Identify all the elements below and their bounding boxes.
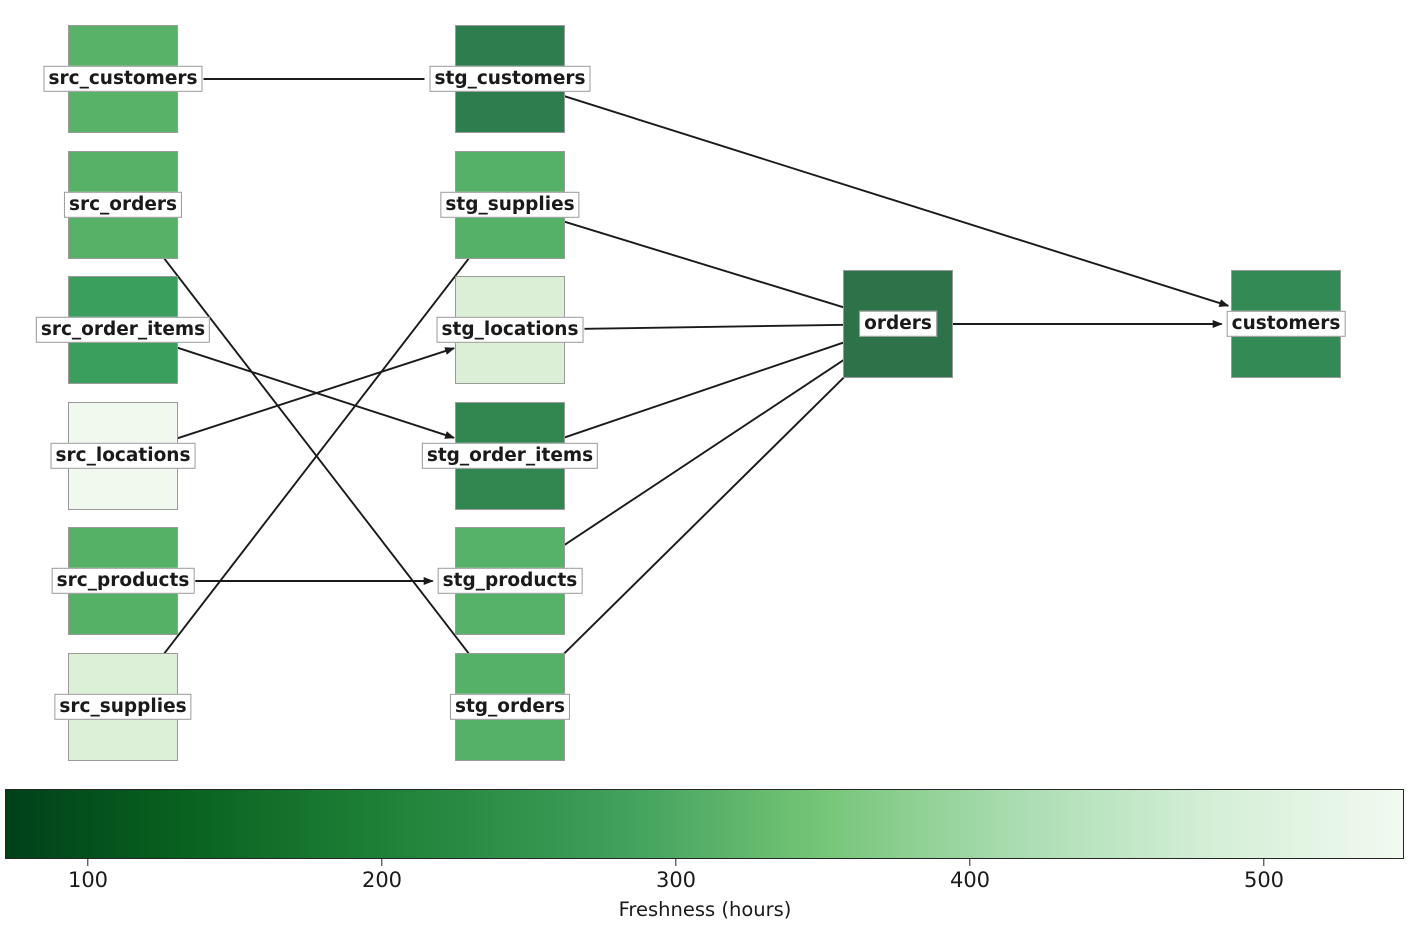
colorbar-ticklabel-100: 100 [67,868,109,892]
node-label-src_orders: src_orders [63,191,183,219]
colorbar-ticklabel-400: 400 [949,868,991,892]
edge-src_orders-to-stg_orders [133,218,497,690]
node-label-src_supplies: src_supplies [54,693,192,721]
node-label-stg_orders: stg_orders [449,693,571,721]
node-label-stg_locations: stg_locations [436,316,584,344]
colorbar-tick-200 [381,859,383,866]
edge-stg_order_items-to-orders [551,338,856,443]
node-label-src_order_items: src_order_items [35,316,211,344]
edge-stg_products-to-orders [530,341,872,568]
node-label-stg_order_items: stg_order_items [421,442,599,470]
colorbar-tick-500 [1263,859,1265,866]
edge-src_locations-to-stg_locations [166,347,456,443]
colorbar-ticklabel-200: 200 [361,868,403,892]
node-label-src_products: src_products [51,567,195,595]
edge-stg_orders-to-orders [523,341,881,694]
node-label-orders: orders [859,310,937,338]
node-label-stg_customers: stg_customers [429,65,591,93]
colorbar-tick-300 [675,859,677,866]
edge-stg_customers-to-customers [554,92,1230,307]
node-label-src_locations: src_locations [50,442,196,470]
node-label-stg_products: stg_products [437,567,583,595]
node-label-src_customers: src_customers [43,65,203,93]
colorbar[interactable] [5,789,1404,859]
colorbar-ticklabel-500: 500 [1243,868,1285,892]
colorbar-tick-100 [87,859,89,866]
edge-stg_locations-to-orders [584,320,856,330]
node-label-stg_supplies: stg_supplies [440,191,580,219]
colorbar-axis-title: Freshness (hours) [618,898,792,921]
colorbar-ticklabel-300: 300 [655,868,697,892]
colorbar-tick-400 [969,859,971,866]
edge-src_order_items-to-stg_order_items [166,343,456,439]
node-label-customers: customers [1226,310,1346,338]
colorbar-gradient [5,789,1404,859]
edge-stg_supplies-to-orders [556,218,856,312]
edge-src_supplies-to-stg_supplies [133,222,497,694]
